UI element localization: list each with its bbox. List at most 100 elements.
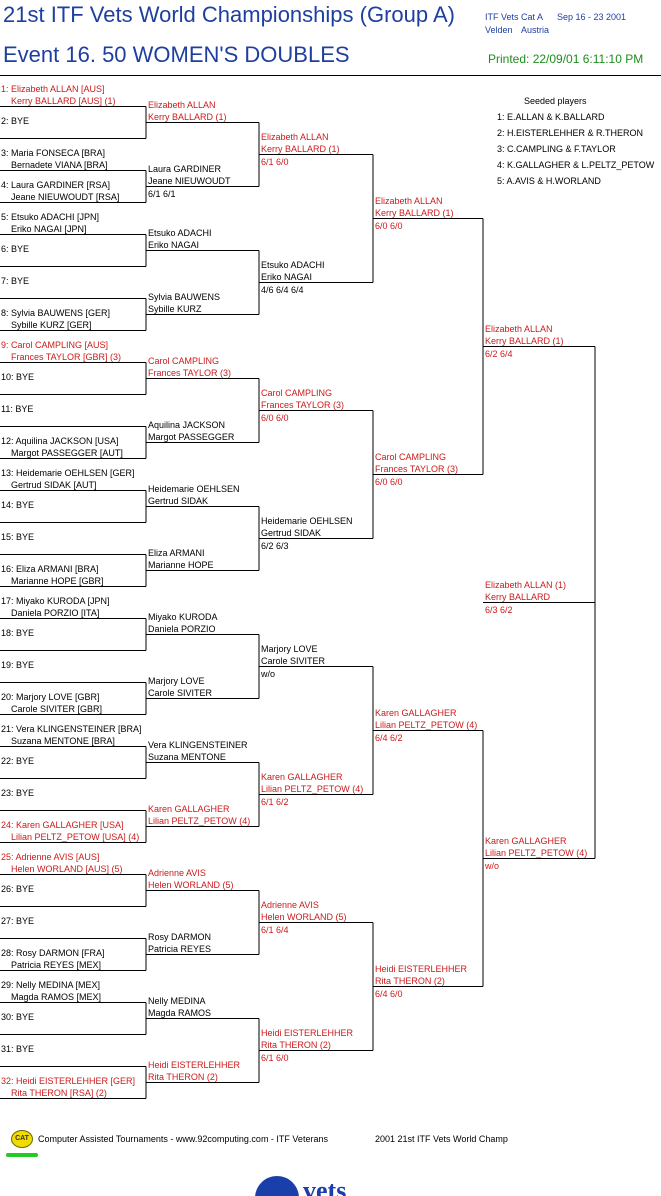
entry-player-1: 21: Vera KLINGENSTEINER [BRA] xyxy=(1,723,142,734)
entry-player-2: Lilian PELTZ_PETOW (4) xyxy=(148,815,251,826)
entry-player-2: Kerry BALLARD (1) xyxy=(375,207,454,218)
entry-player-2: Jeane NIEUWOUDT xyxy=(148,175,231,186)
seed-entry: 4: K.GALLAGHER & L.PELTZ_PETOW xyxy=(497,160,655,170)
champion-score: 6/3 6/2 xyxy=(485,604,513,615)
entry-player-1: 26: BYE xyxy=(1,883,35,894)
entry-score: 6/1 6/1 xyxy=(148,188,176,199)
cat-underline xyxy=(6,1153,38,1157)
entry-player-1: Karen GALLAGHER xyxy=(148,803,230,814)
entry-player-2: Carole SIVITER xyxy=(148,687,213,698)
entry-score: w/o xyxy=(485,860,500,871)
tournament-country: Austria xyxy=(521,25,550,35)
entry-player-1: 24: Karen GALLAGHER [USA] xyxy=(1,819,124,830)
entry-player-1: Karen GALLAGHER xyxy=(485,835,567,846)
entry-player-2: Helen WORLAND [AUS] (5) xyxy=(11,863,123,874)
entry-player-1: Sylvia BAUWENS xyxy=(148,291,221,302)
entry-player-1: Vera KLINGENSTEINER xyxy=(148,739,248,750)
entry-player-2: Eriko NAGAI xyxy=(148,239,200,250)
entry-player-1: 5: Etsuko ADACHI [JPN] xyxy=(1,211,100,222)
entry-player-1: Heidi EISTERLEHHER xyxy=(261,1027,354,1038)
cat-badge[interactable]: CAT xyxy=(11,1130,33,1148)
entry-score: 6/4 6/2 xyxy=(375,732,403,743)
entry-player-1: 27: BYE xyxy=(1,915,35,926)
entry-player-1: Heidemarie OEHLSEN xyxy=(261,515,353,526)
entry-player-2: Patricia REYES [MEX] xyxy=(11,959,102,970)
entry-player-1: 30: BYE xyxy=(1,1011,35,1022)
entry-player-2: Frances TAYLOR (3) xyxy=(375,463,459,474)
entry-player-2: Gertrud SIDAK xyxy=(148,495,209,506)
seeded-players-title: Seeded players xyxy=(524,96,587,106)
tournament-category: ITF Vets Cat A xyxy=(485,12,544,22)
entry-player-1: Laura GARDINER xyxy=(148,163,222,174)
entry-score: 6/4 6/0 xyxy=(375,988,403,999)
tournament-title: 21st ITF Vets World Championships (Group… xyxy=(3,2,455,27)
entry-score: 6/1 6/0 xyxy=(261,1052,289,1063)
printed-timestamp: Printed: 22/09/01 6:11:10 PM xyxy=(488,52,644,66)
entry-player-1: 29: Nelly MEDINA [MEX] xyxy=(1,979,101,990)
entry-player-1: 22: BYE xyxy=(1,755,35,766)
vets-logo-circle xyxy=(255,1176,299,1196)
entry-player-2: Lilian PELTZ_PETOW (4) xyxy=(485,847,588,858)
entry-player-1: Aquilina JACKSON xyxy=(148,419,226,430)
entry-player-2: Carole SIVITER xyxy=(261,655,326,666)
entry-player-2: Frances TAYLOR (3) xyxy=(148,367,232,378)
entry-player-2: Suzana MENTONE [BRA] xyxy=(11,735,115,746)
vets-logo-text: vets xyxy=(303,1176,347,1196)
entry-player-2: Frances TAYLOR [GBR] (3) xyxy=(11,351,122,362)
entry-player-1: Elizabeth ALLAN xyxy=(375,195,443,206)
entry-score: 6/0 6/0 xyxy=(375,220,403,231)
entry-player-1: 9: Carol CAMPLING [AUS] xyxy=(1,339,109,350)
entry-player-2: Bernadete VIANA [BRA] xyxy=(11,159,108,170)
entry-player-1: Carol CAMPLING xyxy=(261,387,333,398)
entry-player-1: Carol CAMPLING xyxy=(148,355,220,366)
entry-player-2: Magda RAMOS xyxy=(148,1007,212,1018)
entry-player-1: Adrienne AVIS xyxy=(148,867,206,878)
entry-player-1: Rosy DARMON xyxy=(148,931,212,942)
entry-player-1: 25: Adrienne AVIS [AUS] xyxy=(1,851,100,862)
entry-player-1: Etsuko ADACHI xyxy=(148,227,212,238)
entry-score: 6/0 6/0 xyxy=(261,412,289,423)
entry-player-1: 8: Sylvia BAUWENS [GER] xyxy=(1,307,111,318)
entry-player-1: 3: Maria FONSECA [BRA] xyxy=(1,147,106,158)
entry-player-1: 20: Marjory LOVE [GBR] xyxy=(1,691,100,702)
entry-player-2: Eriko NAGAI xyxy=(261,271,313,282)
entry-player-1: Marjory LOVE xyxy=(261,643,318,654)
entry-player-2: Rita THERON (2) xyxy=(261,1039,331,1050)
entry-player-1: Etsuko ADACHI xyxy=(261,259,325,270)
entry-player-2: Helen WORLAND (5) xyxy=(148,879,234,890)
entry-player-1: 16: Eliza ARMANI [BRA] xyxy=(1,563,99,574)
seed-entry: 3: C.CAMPLING & F.TAYLOR xyxy=(497,144,616,154)
entry-player-2: Lilian PELTZ_PETOW (4) xyxy=(261,783,364,794)
entry-player-2: Jeane NIEUWOUDT [RSA] xyxy=(11,191,120,202)
entry-player-1: 7: BYE xyxy=(1,275,30,286)
entry-player-2: Kerry BALLARD (1) xyxy=(485,335,564,346)
entry-player-1: 12: Aquilina JACKSON [USA] xyxy=(1,435,119,446)
entry-player-1: 31: BYE xyxy=(1,1043,35,1054)
entry-player-1: 1: Elizabeth ALLAN [AUS] xyxy=(1,83,105,94)
entry-player-1: 13: Heidemarie OEHLSEN [GER] xyxy=(1,467,135,478)
entry-player-2: Margot PASSEGGER [AUT] xyxy=(11,447,123,458)
entry-player-2: Rita THERON [RSA] (2) xyxy=(11,1087,107,1098)
entry-player-1: Marjory LOVE xyxy=(148,675,205,686)
seed-entry: 5: A.AVIS & H.WORLAND xyxy=(497,176,601,186)
entry-player-1: 14: BYE xyxy=(1,499,35,510)
entry-player-2: Sybille KURZ xyxy=(148,303,202,314)
entry-player-1: Carol CAMPLING xyxy=(375,451,447,462)
entry-player-1: Karen GALLAGHER xyxy=(261,771,343,782)
entry-player-2: Frances TAYLOR (3) xyxy=(261,399,345,410)
entry-player-2: Marianne HOPE xyxy=(148,559,214,570)
champion-player-2: Kerry BALLARD xyxy=(485,591,551,602)
entry-player-1: 28: Rosy DARMON [FRA] xyxy=(1,947,105,958)
entry-player-2: Daniela PORZIO [ITA] xyxy=(11,607,100,618)
entry-player-2: Rita THERON (2) xyxy=(148,1071,218,1082)
entry-player-2: Margot PASSEGGER xyxy=(148,431,235,442)
entry-score: 4/6 6/4 6/4 xyxy=(261,284,304,295)
entry-player-1: Adrienne AVIS xyxy=(261,899,319,910)
entry-player-2: Lilian PELTZ_PETOW [USA] (4) xyxy=(11,831,140,842)
seed-entry: 1: E.ALLAN & K.BALLARD xyxy=(497,112,605,122)
footer-credit[interactable]: Computer Assisted Tournaments - www.92co… xyxy=(38,1134,328,1144)
entry-player-2: Magda RAMOS [MEX] xyxy=(11,991,102,1002)
entry-player-1: 18: BYE xyxy=(1,627,35,638)
entry-player-2: Suzana MENTONE xyxy=(148,751,226,762)
